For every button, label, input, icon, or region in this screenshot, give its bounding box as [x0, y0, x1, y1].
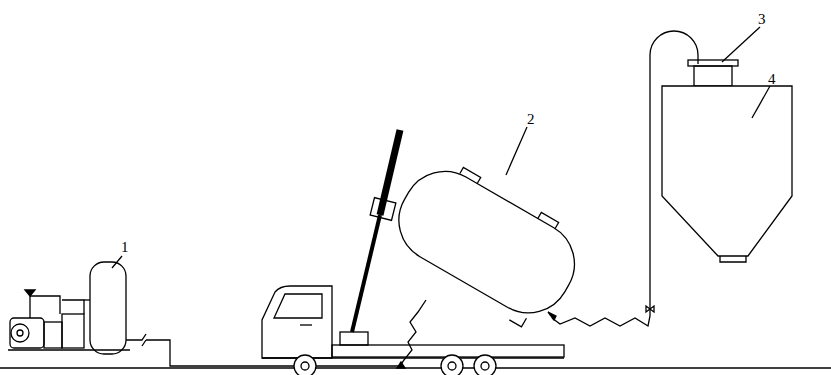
pipe-valve — [646, 306, 654, 312]
leader-line — [722, 27, 760, 62]
callout-number: 4 — [768, 72, 776, 87]
tank-body — [379, 150, 594, 337]
ground-line — [0, 367, 831, 368]
pipe-valve — [397, 362, 405, 368]
compressor-unit — [8, 262, 146, 354]
leader-line — [112, 256, 122, 268]
leader-line — [506, 127, 527, 175]
silo — [662, 60, 792, 262]
callout-number: 2 — [527, 112, 535, 127]
leader-line — [752, 86, 770, 118]
hose-coupling — [548, 312, 556, 320]
callout-number: 1 — [121, 240, 129, 255]
callout-number: 3 — [758, 12, 766, 27]
air-hose — [146, 300, 426, 366]
